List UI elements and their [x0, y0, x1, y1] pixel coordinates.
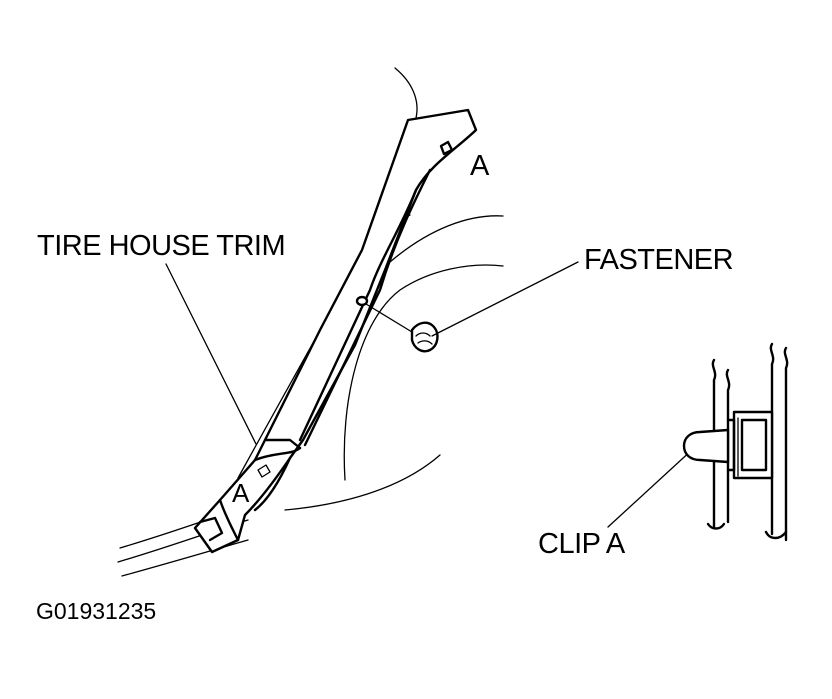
clip-a-leader — [607, 447, 695, 528]
fastener-label: FASTENER — [584, 244, 734, 276]
tire-house-trim-part — [193, 108, 478, 554]
leader-lines — [165, 261, 695, 528]
clip-a-detail — [682, 342, 789, 542]
marker-a-top: A — [470, 150, 489, 182]
tire-house-trim-label: TIRE HOUSE TRIM — [37, 230, 286, 262]
fastener-leader — [431, 261, 579, 337]
marker-a-bottom: A — [232, 478, 249, 508]
figure-code: G01931235 — [36, 598, 157, 624]
fastener-part — [355, 295, 439, 353]
tire-house-trim-leader — [165, 263, 257, 445]
clip-a-label: CLIP A — [538, 528, 625, 560]
